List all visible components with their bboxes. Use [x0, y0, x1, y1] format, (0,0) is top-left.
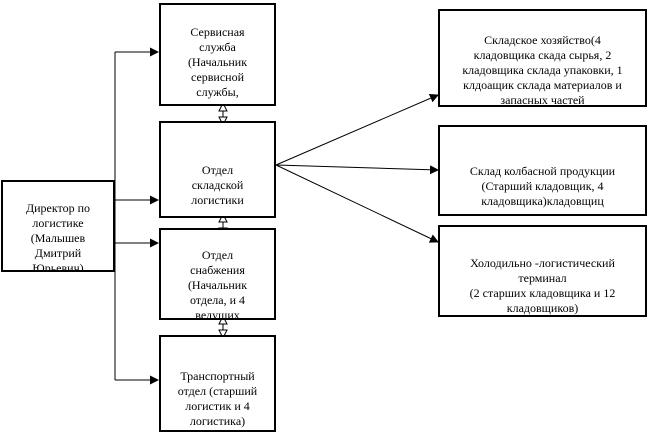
arrow-to-sausage-warehouse [275, 164, 439, 175]
warehouse-logistics-box: Отдел складской логистики [159, 121, 276, 218]
transport-label: Транспортный отдел (старший логистик и 4… [177, 369, 258, 428]
warehouse-logistics-label: Отдел складской логистики [191, 163, 244, 207]
cold-terminal-box: Холодильно -логистический терминал (2 ст… [438, 225, 647, 317]
service-box: Сервисная служба (Начальник сервисной сл… [159, 3, 276, 106]
service-label: Сервисная служба (Начальник сервисной сл… [187, 25, 248, 104]
sausage-warehouse-box: Склад колбасной продукции (Старший кладо… [438, 125, 647, 216]
storage-label: Складское хозяйство(4 кладовщика скада с… [462, 33, 623, 107]
supply-label: Отдел снабжения (Начальник отдела, и 4 в… [187, 248, 248, 320]
supply-box: Отдел снабжения (Начальник отдела, и 4 в… [159, 228, 276, 320]
director-box: Директор по логистике (Малышев Дмитрий Ю… [1, 180, 115, 272]
arrow-to-storage [275, 94, 439, 166]
director-label: Директор по логистике (Малышев Дмитрий Ю… [25, 201, 91, 272]
arrow-to-cold-terminal [275, 164, 439, 243]
transport-box: Транспортный отдел (старший логистик и 4… [159, 335, 276, 432]
cold-terminal-label: Холодильно -логистический терминал (2 ст… [469, 256, 616, 315]
sausage-warehouse-label: Склад колбасной продукции (Старший кладо… [469, 164, 616, 208]
storage-box: Складское хозяйство(4 кладовщика скада с… [438, 9, 647, 107]
